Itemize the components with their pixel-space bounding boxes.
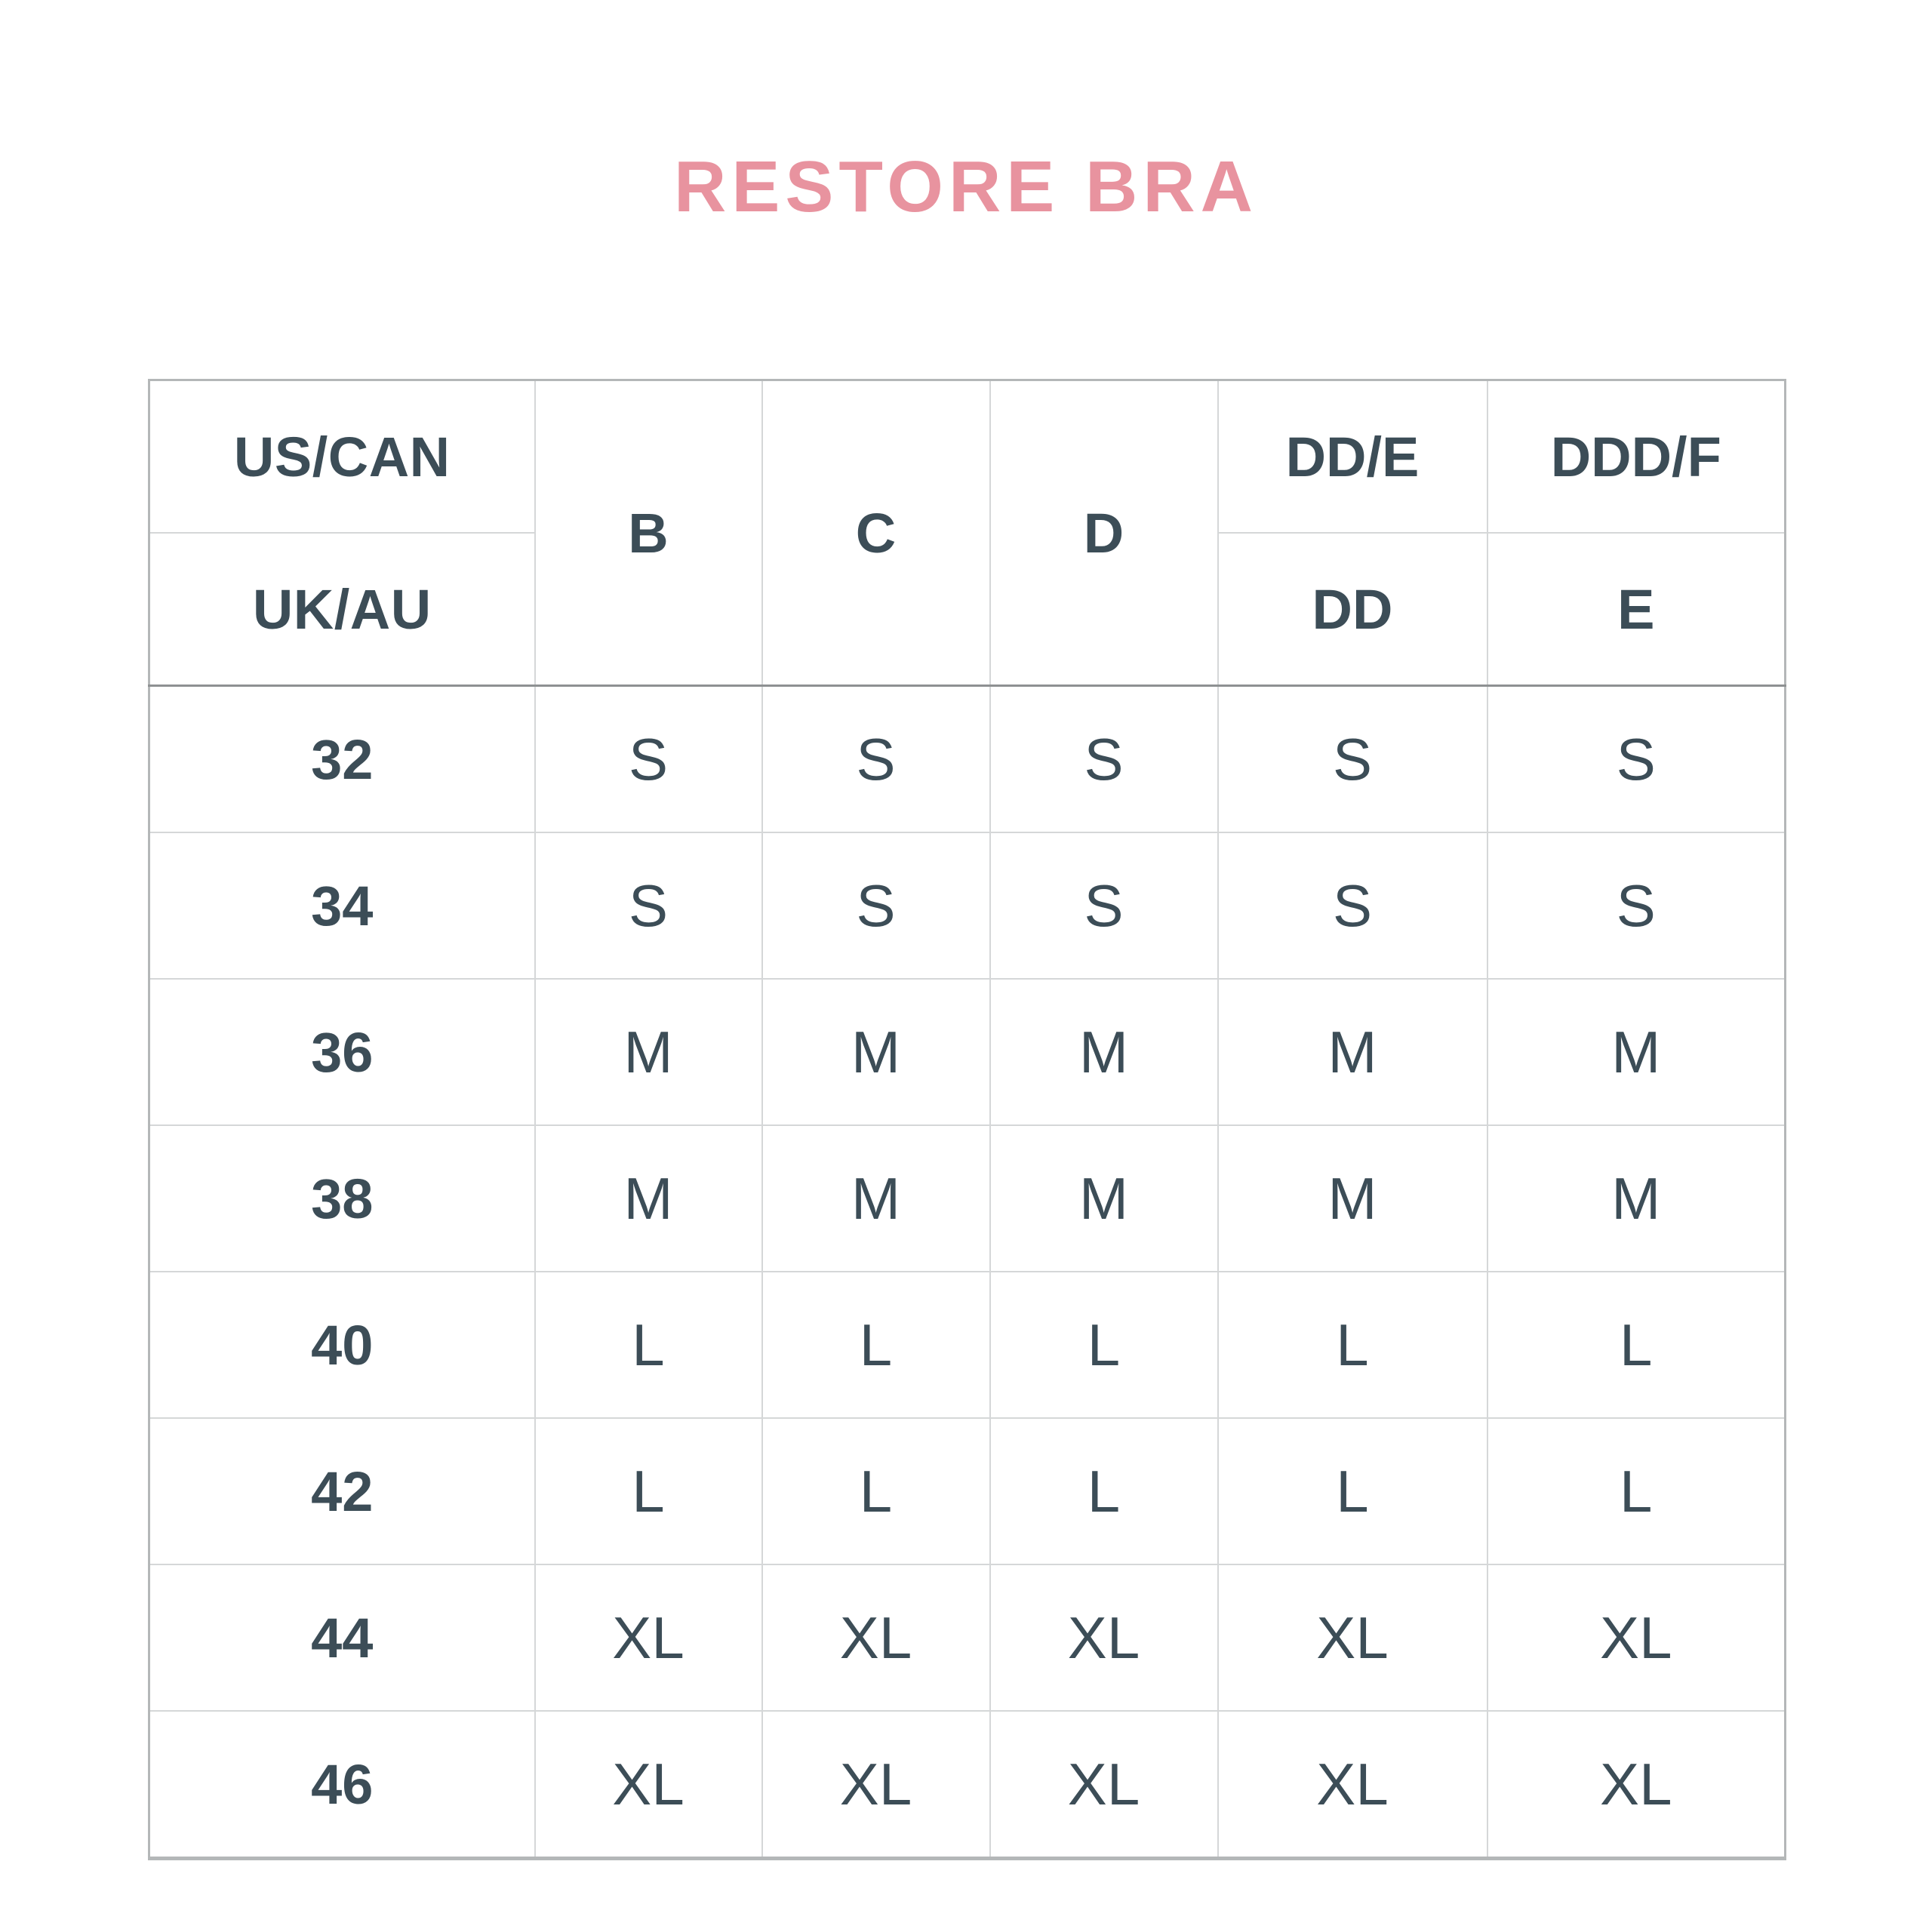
header-region-us-can: US/CAN [148,379,536,534]
band-size-label: 40 [148,1271,536,1419]
header-cup-d: D [989,379,1219,687]
size-cell: M [761,978,991,1126]
size-cell: S [1217,685,1488,833]
size-cell: XL [1486,1564,1786,1712]
size-cell: L [1217,1417,1488,1565]
size-cell: S [761,685,991,833]
table-row: 44 XL XL XL XL XL [148,1564,1786,1712]
size-cell: XL [761,1564,991,1712]
size-cell: M [761,1124,991,1272]
size-cell: M [1486,1124,1786,1272]
size-cell: M [534,978,763,1126]
size-cell: M [534,1124,763,1272]
size-cell: S [989,832,1219,980]
table-row: 36 M M M M M [148,978,1786,1126]
size-cell: L [989,1417,1219,1565]
table-row: 32 S S S S S [148,685,1786,833]
size-cell: M [1217,978,1488,1126]
table-row: 42 L L L L L [148,1417,1786,1565]
header-cup-b: B [534,379,763,687]
table-row: 34 S S S S S [148,832,1786,980]
size-cell: L [1486,1271,1786,1419]
size-cell: M [989,1124,1219,1272]
size-cell: S [761,832,991,980]
size-cell: L [761,1271,991,1419]
table-row: 38 M M M M M [148,1124,1786,1272]
size-cell: S [1217,832,1488,980]
band-size-label: 34 [148,832,536,980]
size-cell: XL [1486,1710,1786,1860]
table-body: 32 S S S S S 34 S S S S S 36 M [148,685,1786,1860]
size-cell: XL [1217,1710,1488,1860]
header-row-us-can: US/CAN B C D DD/E DDD/F [148,379,1786,687]
table-row: 46 XL XL XL XL XL [148,1710,1786,1860]
table-header: US/CAN B C D DD/E DDD/F UK/AU DD E [148,379,1786,687]
band-size-label: 36 [148,978,536,1126]
size-cell: L [1486,1417,1786,1565]
band-size-label: 38 [148,1124,536,1272]
header-cup-dd: DD [1217,532,1488,687]
table-row: 40 L L L L L [148,1271,1786,1419]
header-cup-e: E [1486,532,1786,687]
size-cell: L [761,1417,991,1565]
size-cell: S [989,685,1219,833]
size-chart-table: US/CAN B C D DD/E DDD/F UK/AU DD E 32 S [148,379,1786,1860]
size-cell: S [534,832,763,980]
band-size-label: 46 [148,1710,536,1860]
size-cell: XL [534,1710,763,1860]
size-cell: XL [989,1564,1219,1712]
page-title: RESTORE BRA [674,146,1258,227]
size-cell: M [1486,978,1786,1126]
header-cup-dd-e: DD/E [1217,379,1488,534]
size-cell: M [1217,1124,1488,1272]
size-cell: XL [1217,1564,1488,1712]
band-size-label: 42 [148,1417,536,1565]
size-cell: M [989,978,1219,1126]
size-cell: L [534,1417,763,1565]
size-cell: S [1486,832,1786,980]
header-row-uk-au: UK/AU DD E [148,532,1786,687]
band-size-label: 44 [148,1564,536,1712]
header-cup-c: C [761,379,991,687]
band-size-label: 32 [148,685,536,833]
size-cell: S [534,685,763,833]
size-table-container: US/CAN B C D DD/E DDD/F UK/AU DD E 32 S [148,379,1786,1860]
size-cell: XL [534,1564,763,1712]
header-region-uk-au: UK/AU [148,532,536,687]
size-cell: L [534,1271,763,1419]
size-cell: XL [761,1710,991,1860]
size-cell: S [1486,685,1786,833]
size-cell: XL [989,1710,1219,1860]
size-cell: L [1217,1271,1488,1419]
header-cup-ddd-f: DDD/F [1486,379,1786,534]
size-cell: L [989,1271,1219,1419]
